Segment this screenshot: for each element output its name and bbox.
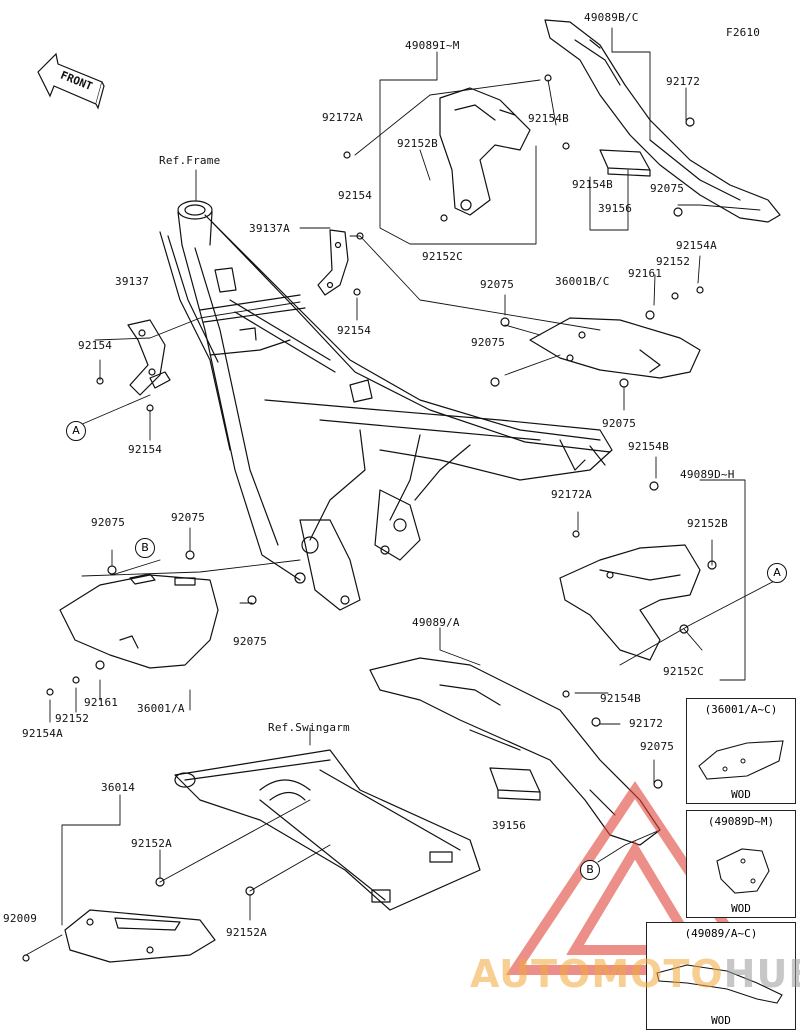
label-92075-l2: 92075 — [171, 511, 206, 524]
label-92009: 92009 — [3, 912, 38, 925]
label-92172A-top: 92172A — [322, 111, 363, 124]
label-92154B-d: 92154B — [600, 692, 641, 705]
label-49089IM: 49089I~M — [405, 39, 460, 52]
cover-36001B-C — [529, 317, 701, 379]
label-49089BC: 49089B/C — [584, 11, 639, 24]
label-92075-top: 92075 — [650, 182, 685, 195]
label-92152C-top: 92152C — [422, 250, 463, 263]
label-92154B-a: 92154B — [528, 112, 569, 125]
label-92154B-b: 92154B — [572, 178, 613, 191]
inset-49089D: (49089D~M) WOD — [686, 810, 796, 918]
leader-lines — [25, 27, 781, 956]
label-92075-l3: 92075 — [233, 635, 268, 648]
label-92154-d: 92154 — [128, 443, 163, 456]
label-92161-top: 92161 — [628, 267, 663, 280]
watermark-part3: HUB — [723, 952, 800, 996]
inset-part-drawing — [698, 740, 784, 780]
cover-49089I-M — [439, 87, 531, 216]
label-49089DH: 49089D~H — [680, 468, 735, 481]
main-frame — [159, 200, 613, 611]
label-92075-m1: 92075 — [480, 278, 515, 291]
inset-36001: (36001/A~C) WOD — [686, 698, 796, 804]
inset-part-drawing — [716, 848, 770, 894]
label-92161-low: 92161 — [84, 696, 119, 709]
label-92075-l1: 92075 — [91, 516, 126, 529]
inset-caption: (49089/A~C) — [684, 927, 758, 940]
label-92152B-top: 92152B — [397, 137, 438, 150]
label-36014: 36014 — [101, 781, 136, 794]
bracket-39137A — [317, 229, 349, 296]
label-ref-frame: Ref.Frame — [159, 154, 221, 167]
label-92152-top: 92152 — [656, 255, 691, 268]
pad-39156-top — [599, 149, 651, 177]
label-39137A: 39137A — [249, 222, 290, 235]
label-92075-m2: 92075 — [471, 336, 506, 349]
inset-caption: (49089D~M) — [707, 815, 775, 828]
label-39156-low: 39156 — [492, 819, 527, 832]
guard-36014 — [64, 909, 216, 963]
label-36001A: 36001/A — [137, 702, 185, 715]
label-92152A-b: 92152A — [226, 926, 267, 939]
label-49089A: 49089/A — [412, 616, 460, 629]
inset-49089A: (49089/A~C) WOD — [646, 922, 796, 1030]
watermark-part2: MOTO — [591, 952, 724, 996]
inset-part-drawing — [656, 964, 783, 1004]
cover-49089-A — [369, 657, 661, 846]
callout-b-left: B — [135, 538, 155, 558]
watermark-part1: AUTO — [470, 952, 592, 996]
inset-caption: (36001/A~C) — [704, 703, 778, 716]
cover-36001-A — [59, 573, 219, 669]
label-92154-c: 92154 — [337, 324, 372, 337]
label-92154A-top: 92154A — [676, 239, 717, 252]
label-92172-top: 92172 — [666, 75, 701, 88]
label-92152B-mid: 92152B — [687, 517, 728, 530]
cover-49089B-C — [544, 19, 781, 223]
inset-footer: WOD — [731, 902, 751, 915]
label-92152A-a: 92152A — [131, 837, 172, 850]
label-92154-b: 92154 — [78, 339, 113, 352]
label-ref-swingarm: Ref.Swingarm — [268, 721, 350, 734]
pad-39156-low — [489, 767, 541, 801]
cover-49089D-H — [559, 544, 701, 661]
swingarm — [174, 749, 481, 911]
label-39137: 39137 — [115, 275, 150, 288]
inset-footer: WOD — [731, 788, 751, 801]
callout-b-right: B — [580, 860, 600, 880]
label-92172A-mid: 92172A — [551, 488, 592, 501]
callout-a-right: A — [767, 563, 787, 583]
brand-watermark: AUTOMOTOHUB — [470, 952, 800, 996]
label-92172-mid: 92172 — [629, 717, 664, 730]
front-arrow-icon: FRONT — [37, 52, 105, 110]
label-92075-m3: 92075 — [602, 417, 637, 430]
label-92154A-low: 92154A — [22, 727, 63, 740]
label-39156-top: 39156 — [598, 202, 633, 215]
label-92075-r: 92075 — [640, 740, 675, 753]
callout-a-left: A — [66, 421, 86, 441]
label-92154B-c: 92154B — [628, 440, 669, 453]
inset-footer: WOD — [711, 1014, 731, 1027]
label-92154-a: 92154 — [338, 189, 373, 202]
bracket-39137 — [127, 319, 171, 396]
label-92152-low: 92152 — [55, 712, 90, 725]
diagram-code: F2610 — [726, 26, 761, 39]
label-36001BC: 36001B/C — [555, 275, 610, 288]
label-92152C-mid: 92152C — [663, 665, 704, 678]
